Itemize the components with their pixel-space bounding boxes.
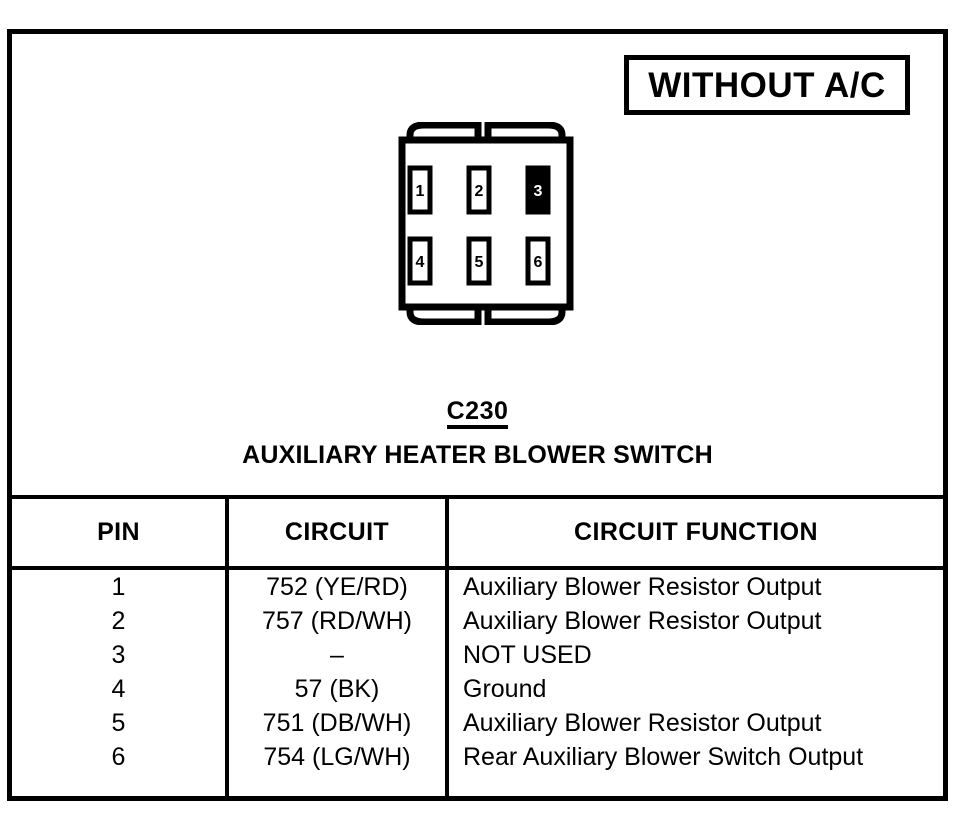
connector-id: C230 xyxy=(446,398,509,430)
cell-pin: 2 xyxy=(111,607,126,635)
connector-name: AUXILIARY HEATER BLOWER SWITCH xyxy=(242,441,713,470)
table-row: 4 57 (BK) Ground xyxy=(12,672,943,706)
connector-pin-3-label: 3 xyxy=(534,183,543,200)
connector-top-tab-right xyxy=(484,122,566,143)
cell-pin: 1 xyxy=(111,573,126,601)
pin-table-body: 1 752 (YE/RD) Auxiliary Blower Resistor … xyxy=(12,570,943,796)
column-divider-2-body xyxy=(445,570,449,796)
column-header-circuit-function: CIRCUIT FUNCTION xyxy=(574,518,818,546)
cell-circuit: 57 (BK) xyxy=(294,675,380,703)
pin-table-header-row: PIN CIRCUIT CIRCUIT FUNCTION xyxy=(12,499,943,570)
cell-circuit: – xyxy=(330,641,344,669)
connector-pin-1-label: 1 xyxy=(416,183,425,200)
connector-bottom-tab-right xyxy=(484,304,566,325)
cell-circuit-function: Auxiliary Blower Resistor Output xyxy=(463,709,822,737)
connector-illustration: 1 2 3 4 5 6 xyxy=(398,122,574,325)
cell-circuit-function: Ground xyxy=(463,675,547,703)
connector-pin-4: 4 xyxy=(407,236,433,286)
connector-id-line: C230 xyxy=(7,398,948,430)
table-row: 3 – NOT USED xyxy=(12,638,943,672)
without-ac-label: WITHOUT A/C xyxy=(648,65,886,105)
table-row: 5 751 (DB/WH) Auxiliary Blower Resistor … xyxy=(12,706,943,740)
connector-pin-1: 1 xyxy=(407,165,433,215)
connector-pin-5-label: 5 xyxy=(475,254,484,271)
connector-pin-2: 2 xyxy=(466,165,492,215)
cell-circuit-function: Auxiliary Blower Resistor Output xyxy=(463,607,822,635)
column-divider-1 xyxy=(225,499,229,566)
cell-pin: 3 xyxy=(111,641,126,669)
diagram-outer-frame xyxy=(7,29,948,801)
cell-pin: 6 xyxy=(111,743,126,771)
column-divider-2 xyxy=(445,499,449,566)
column-header-circuit: CIRCUIT xyxy=(284,518,390,546)
connector-pin-5: 5 xyxy=(466,236,492,286)
connector-bottom-tab-left xyxy=(406,304,482,325)
cell-circuit: 754 (LG/WH) xyxy=(263,743,411,771)
connector-pin-6-label: 6 xyxy=(534,254,543,271)
pin-table: PIN CIRCUIT CIRCUIT FUNCTION 1 752 (YE/R… xyxy=(12,495,943,796)
connector-caption: C230 AUXILIARY HEATER BLOWER SWITCH xyxy=(7,398,948,469)
connector-pin-3: 3 xyxy=(525,165,551,215)
cell-circuit: 752 (YE/RD) xyxy=(266,573,408,601)
table-row: 6 754 (LG/WH) Rear Auxiliary Blower Swit… xyxy=(12,740,943,774)
column-divider-1-body xyxy=(225,570,229,796)
column-header-pin: PIN xyxy=(97,518,140,546)
table-row: 1 752 (YE/RD) Auxiliary Blower Resistor … xyxy=(12,570,943,604)
cell-pin: 5 xyxy=(111,709,126,737)
table-row: 2 757 (RD/WH) Auxiliary Blower Resistor … xyxy=(12,604,943,638)
connector-pin-4-label: 4 xyxy=(416,254,425,271)
cell-circuit-function: NOT USED xyxy=(463,641,592,669)
connector-top-tab-left xyxy=(406,122,482,143)
cell-circuit: 757 (RD/WH) xyxy=(261,607,412,635)
cell-pin: 4 xyxy=(111,675,126,703)
without-ac-title-box: WITHOUT A/C xyxy=(624,55,910,115)
cell-circuit-function: Auxiliary Blower Resistor Output xyxy=(463,573,822,601)
connector-pin-6: 6 xyxy=(525,236,551,286)
connector-pin-2-label: 2 xyxy=(475,183,484,200)
cell-circuit: 751 (DB/WH) xyxy=(262,709,412,737)
cell-circuit-function: Rear Auxiliary Blower Switch Output xyxy=(463,743,864,771)
